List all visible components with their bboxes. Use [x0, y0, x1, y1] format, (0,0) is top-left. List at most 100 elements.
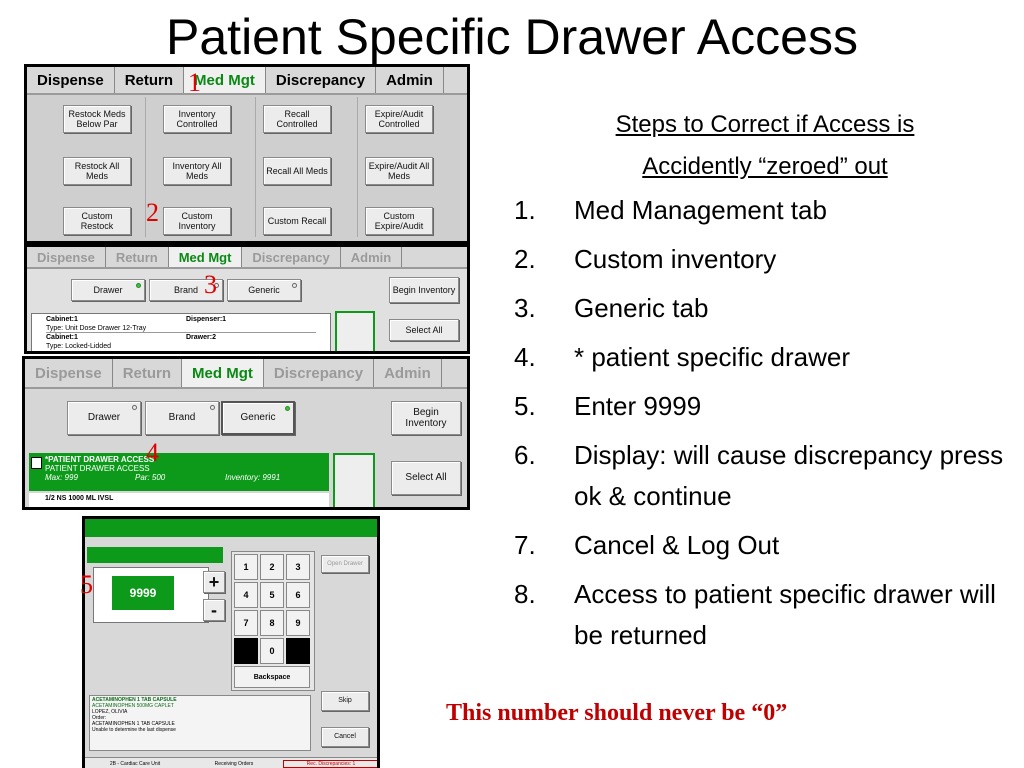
recall-all-meds-button[interactable]: Recall All Meds — [263, 157, 331, 185]
key-2[interactable]: 2 — [260, 554, 284, 580]
tab-dispense[interactable]: Dispense — [27, 67, 115, 93]
step-text: Enter 9999 — [574, 391, 702, 421]
tab-return[interactable]: Return — [113, 359, 183, 387]
drawer-filter-button[interactable]: Drawer — [71, 279, 145, 301]
step-item: 3.Generic tab — [514, 288, 1014, 329]
key-5[interactable]: 5 — [260, 582, 284, 608]
key-7[interactable]: 7 — [234, 610, 258, 636]
custom-expire-audit-button[interactable]: Custom Expire/Audit — [365, 207, 433, 235]
tab-med-mgt[interactable]: Med Mgt — [168, 247, 243, 267]
cancel-button[interactable]: Cancel — [321, 727, 369, 747]
tab-dispense[interactable]: Dispense — [25, 359, 113, 387]
tab-discrepancy[interactable]: Discrepancy — [242, 247, 341, 267]
step-number: 1. — [514, 195, 536, 225]
tab-return[interactable]: Return — [106, 247, 169, 267]
inventory-controlled-button[interactable]: Inventory Controlled — [163, 105, 231, 133]
backspace-button[interactable]: Backspace — [234, 666, 310, 688]
tab-admin[interactable]: Admin — [341, 247, 403, 267]
select-all-button[interactable]: Select All — [391, 461, 461, 495]
step-item: 2.Custom inventory — [514, 239, 1014, 280]
begin-inventory-button[interactable]: Begin Inventory — [391, 401, 461, 435]
list-item[interactable]: Cabinet:1 Dispenser:1 Type: Unit Dose Dr… — [46, 315, 316, 333]
steps-heading-line-1: Steps to Correct if Access is — [615, 111, 915, 138]
restock-below-par-button[interactable]: Restock Meds Below Par — [63, 105, 131, 133]
med-name: ACETAMINOPHEN 1 TAB CAPSULE — [92, 697, 177, 703]
type-label: Type: Unit Dose Drawer 12-Tray — [46, 325, 147, 332]
scrollbar[interactable] — [335, 311, 375, 351]
cabinet-label: Cabinet:1 — [46, 316, 78, 323]
inventory-label: Inventory: 9991 — [225, 473, 281, 482]
type-label: Type: Locked-Lidded — [46, 343, 111, 350]
step-marker-1: 1 — [188, 68, 201, 97]
begin-inventory-button[interactable]: Begin Inventory — [389, 277, 459, 303]
restock-all-meds-button[interactable]: Restock All Meds — [63, 157, 131, 185]
list-item[interactable]: Cabinet:1 Drawer:2 Type: Locked-Lidded — [46, 333, 316, 351]
brand-filter-button[interactable]: Brand — [149, 279, 223, 301]
step-marker-5: 5 — [80, 570, 93, 599]
scrollbar[interactable] — [333, 453, 375, 507]
step-number: 5. — [514, 391, 536, 421]
step-item: 8.Access to patient specific drawer will… — [514, 574, 1014, 656]
generic-filter-button[interactable]: Generic — [227, 279, 301, 301]
med-mgt-menu-screenshot: Dispense Return Med Mgt Discrepancy Admi… — [24, 64, 470, 244]
key-3[interactable]: 3 — [286, 554, 310, 580]
radio-indicator-icon — [210, 405, 215, 410]
discrepancies-label: Rec. Discrepancies: 1 — [283, 759, 377, 768]
patient-drawer-selected-screenshot: Dispense Return Med Mgt Discrepancy Admi… — [22, 356, 470, 510]
key-blank-left — [234, 638, 258, 664]
step-item: 4. * patient specific drawer — [514, 337, 1014, 378]
expire-audit-all-meds-button[interactable]: Expire/Audit All Meds — [365, 157, 433, 185]
increment-button[interactable]: + — [203, 571, 225, 593]
step-text: * patient specific drawer — [574, 342, 851, 372]
steps-heading: Steps to Correct if Access is Accidently… — [560, 104, 970, 188]
decrement-button[interactable]: - — [203, 599, 225, 621]
tab-return[interactable]: Return — [115, 67, 185, 93]
tab-med-mgt[interactable]: Med Mgt — [182, 359, 264, 387]
step-number: 6. — [514, 440, 536, 470]
item-subtitle: PATIENT DRAWER ACCESS — [45, 464, 150, 473]
key-8[interactable]: 8 — [260, 610, 284, 636]
list-item[interactable]: 1/2 NS 1000 ML IVSL — [29, 493, 329, 507]
tab-discrepancy[interactable]: Discrepancy — [264, 359, 375, 387]
selected-list-item[interactable]: *PATIENT DRAWER ACCESS PATIENT DRAWER AC… — [29, 453, 329, 491]
count-value[interactable]: 9999 — [112, 576, 174, 610]
recall-controlled-button[interactable]: Recall Controlled — [263, 105, 331, 133]
keypad-entry-screenshot: 9999 + - 1 2 3 4 5 6 7 8 9 0 Backspace O… — [82, 516, 380, 768]
step-number: 2. — [514, 244, 536, 274]
tab-bar: Dispense Return Med Mgt Discrepancy Admi… — [27, 247, 467, 269]
custom-inventory-button[interactable]: Custom Inventory — [163, 207, 231, 235]
steps-heading-line-2: Accidently “zeroed” out — [642, 153, 888, 180]
key-4[interactable]: 4 — [234, 582, 258, 608]
drawer-filter-button[interactable]: Drawer — [67, 401, 141, 435]
key-6[interactable]: 6 — [286, 582, 310, 608]
brand-filter-button[interactable]: Brand — [145, 401, 219, 435]
step-number: 7. — [514, 530, 536, 560]
generic-filter-button[interactable]: Generic — [221, 401, 295, 435]
custom-recall-button[interactable]: Custom Recall — [263, 207, 331, 235]
generic-label: Generic — [240, 412, 276, 424]
order-med: ACETAMINOPHEN 1 TAB CAPSULE — [92, 721, 175, 727]
tab-admin[interactable]: Admin — [374, 359, 442, 387]
inventory-all-meds-button[interactable]: Inventory All Meds — [163, 157, 231, 185]
select-all-button[interactable]: Select All — [389, 319, 459, 341]
step-text: Generic tab — [574, 293, 709, 323]
expire-audit-controlled-button[interactable]: Expire/Audit Controlled — [365, 105, 433, 133]
warning-note: This number should never be “0” — [446, 700, 788, 726]
step-number: 4. — [514, 342, 536, 372]
drawer-label: Drawer — [87, 412, 121, 424]
step-text: Access to patient specific drawer will b… — [574, 579, 996, 650]
key-9[interactable]: 9 — [286, 610, 310, 636]
radio-indicator-icon — [285, 406, 290, 411]
tab-discrepancy[interactable]: Discrepancy — [266, 67, 377, 93]
open-drawer-button[interactable]: Open Drawer — [321, 555, 369, 573]
step-marker-4: 4 — [146, 438, 159, 467]
brand-label: Brand — [168, 412, 196, 424]
skip-button[interactable]: Skip — [321, 691, 369, 711]
key-0[interactable]: 0 — [260, 638, 284, 664]
tab-med-mgt[interactable]: Med Mgt — [184, 67, 266, 93]
custom-restock-button[interactable]: Custom Restock — [63, 207, 131, 235]
step-marker-3: 3 — [204, 270, 217, 299]
tab-dispense[interactable]: Dispense — [27, 247, 106, 267]
key-1[interactable]: 1 — [234, 554, 258, 580]
tab-admin[interactable]: Admin — [376, 67, 444, 93]
